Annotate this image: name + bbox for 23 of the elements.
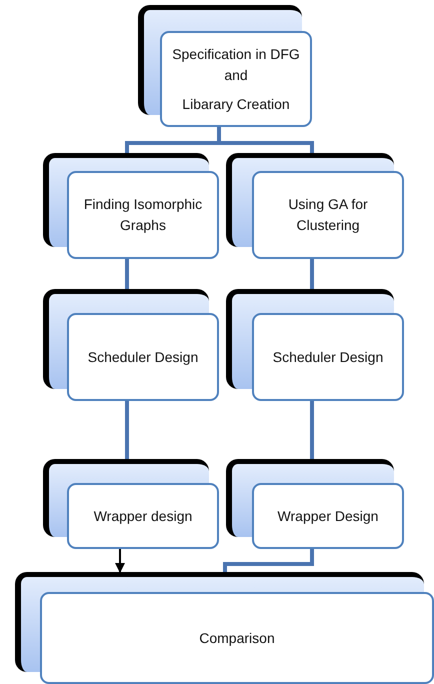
3d-process-box: [226, 153, 404, 259]
3d-process-box: [43, 459, 219, 549]
box-label: Comparison: [199, 628, 275, 648]
box-label: Scheduler Design: [88, 348, 198, 367]
box-label: Scheduler Design: [272, 348, 384, 367]
box-label: Specification in DFG and: [171, 44, 301, 84]
box-label: Using GA for Clustering: [287, 195, 369, 235]
3d-process-box: [43, 289, 219, 401]
box-label: Finding Isomorphic Graphs: [82, 195, 204, 235]
connector-line: [310, 259, 314, 289]
arrow: [115, 549, 125, 573]
3d-process-box: [43, 153, 219, 259]
box-label: Wrapper Design: [278, 506, 378, 526]
3d-process-box: [226, 459, 404, 549]
3d-process-box: [138, 5, 312, 127]
connector-line: [125, 259, 129, 289]
connector-line: [125, 401, 129, 459]
box-label: Libarary Creation: [182, 94, 290, 114]
3d-process-box: [226, 289, 404, 401]
3d-process-box: [15, 572, 434, 684]
connector-line: [223, 549, 314, 572]
box-label: Wrapper design: [94, 506, 192, 526]
connector-line: [310, 401, 314, 459]
